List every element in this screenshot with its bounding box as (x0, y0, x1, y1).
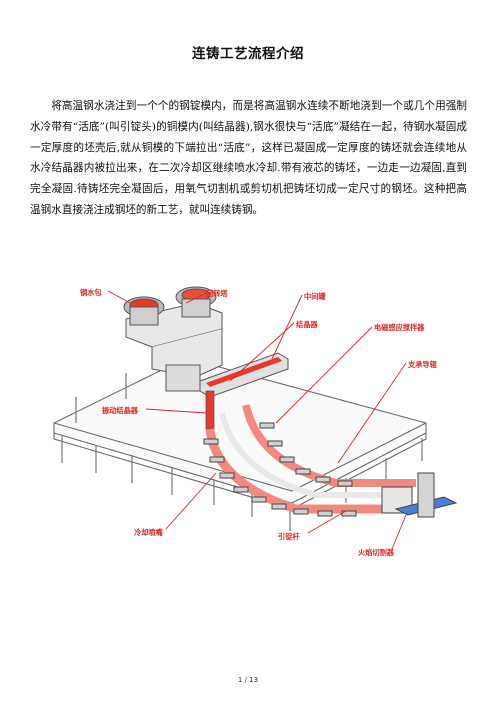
tundish (199, 352, 289, 398)
label-ems: 电磁感应搅拌器 (374, 323, 425, 332)
label-tundish: 中间罐 (304, 292, 326, 301)
label-ladle: 钢水包 (79, 288, 102, 297)
cutter-station (381, 472, 458, 518)
label-spray-nozzle: 冷却喷嘴 (134, 528, 164, 537)
label-dummy-bar: 引锭杆 (278, 532, 300, 541)
page-number: 1 / 13 (237, 676, 259, 684)
label-mold: 结晶器 (295, 320, 318, 329)
callout-lines (107, 290, 407, 550)
label-support-rolls: 支承导辊 (407, 360, 438, 369)
roller-segments (203, 422, 357, 517)
casting-machine-illustration: 钢水包 回转塔 中间罐 结晶器 电磁感应搅拌器 支承导辊 振动结晶器 冷却喷嘴 … (53, 286, 458, 557)
label-flame-cutter: 火焰切割器 (358, 548, 395, 557)
intro-paragraph: 将高温钢水浇注到一个个的钢锭模内，而是将高温钢水连续不断地浇到一个或几个用强制水… (30, 100, 467, 216)
ladle-turret (123, 286, 223, 392)
continuous-casting-diagram: 钢水包 回转塔 中间罐 结晶器 电磁感应搅拌器 支承导辊 振动结晶器 冷却喷嘴 … (46, 273, 464, 575)
page-title: 连铸工艺流程介绍 (192, 46, 304, 62)
label-oscillating-mold: 振动结晶器 (102, 406, 139, 415)
label-turret: 回转塔 (206, 289, 228, 298)
